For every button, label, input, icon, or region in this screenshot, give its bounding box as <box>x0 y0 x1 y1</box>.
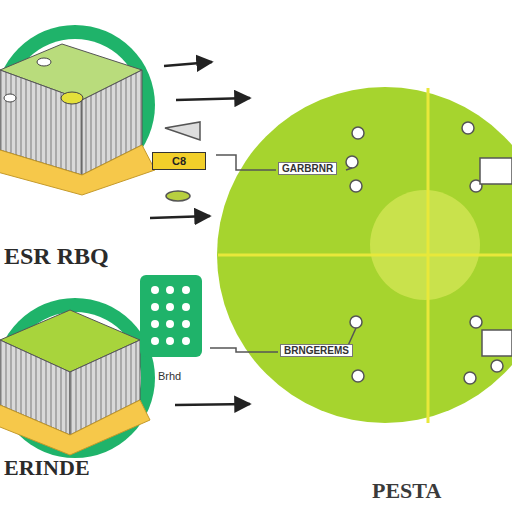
arrows <box>150 62 250 405</box>
field-line <box>218 254 512 257</box>
stadium-top <box>0 44 155 195</box>
footer-label: ERINDE <box>4 455 90 481</box>
small-label: Brhd <box>158 370 181 382</box>
tag-label: GARBRNR <box>278 162 337 175</box>
heading-label: ESR RBQ <box>4 243 109 270</box>
stadium-bottom <box>0 310 150 455</box>
badge-text: C8 <box>159 155 199 167</box>
dot-panel <box>140 275 202 357</box>
tag-label: BRNGEREMS <box>280 344 353 357</box>
field-circle <box>217 87 512 423</box>
footer-label: PESTA <box>372 478 441 504</box>
center-spot <box>370 190 480 300</box>
leader-lines <box>210 155 512 356</box>
panel-dots <box>151 286 190 345</box>
bottom-icon-circle <box>0 298 155 458</box>
badge-box: C8 <box>152 152 206 170</box>
